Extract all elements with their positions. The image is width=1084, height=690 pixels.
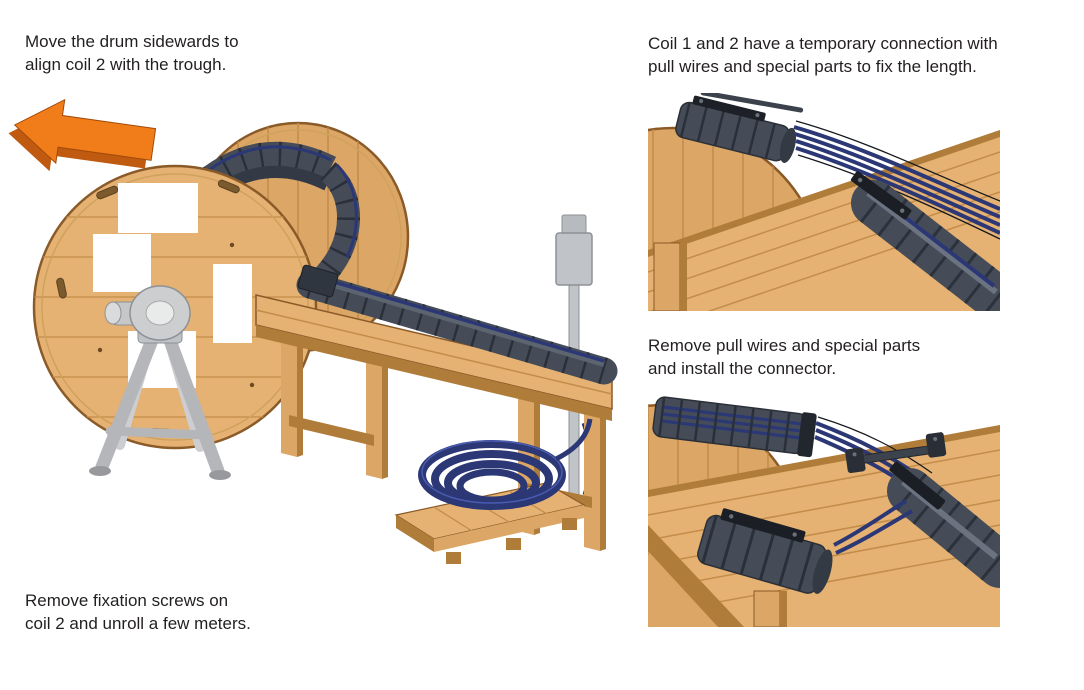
trough-table — [255, 294, 613, 551]
caption-line: and install the connector. — [648, 359, 837, 378]
table-leg — [653, 242, 687, 311]
step-caption-temporary-connection: Coil 1 and 2 have a temporary connection… — [648, 32, 998, 78]
coil1-chain-end — [675, 95, 797, 163]
connector-part — [845, 432, 947, 474]
energy-chain-on-trough — [296, 271, 618, 385]
pull-wires — [795, 120, 1000, 240]
drum-hub — [104, 285, 191, 341]
move-arrow-icon — [8, 98, 157, 172]
special-part-bracket — [692, 95, 766, 122]
caption-line: Remove fixation screws on — [25, 591, 229, 610]
special-part-bracket — [720, 508, 806, 543]
table-leg — [753, 590, 787, 627]
detail-illustration-temporary-connection — [648, 93, 1000, 311]
coil2-special-part — [889, 461, 946, 510]
cable-coil — [418, 418, 593, 510]
coil1-chain-end — [652, 396, 817, 458]
drum-stand — [89, 322, 231, 480]
caption-line: Coil 1 and 2 have a temporary connection… — [648, 34, 998, 53]
step-caption-move-drum: Move the drum sidewards to align coil 2 … — [25, 30, 239, 76]
pull-wire — [817, 416, 933, 474]
detail-illustration-install-connector — [648, 396, 1000, 627]
cable-bundle — [793, 125, 1000, 235]
coil2-end-module — [697, 508, 833, 595]
caption-line: align coil 2 with the trough. — [25, 55, 227, 74]
cable-link — [833, 499, 914, 555]
caption-line: pull wires and special parts to fix the … — [648, 57, 977, 76]
caption-line: Move the drum sidewards to — [25, 32, 239, 51]
caption-line: coil 2 and unroll a few meters. — [25, 614, 251, 633]
pallet — [394, 482, 586, 564]
coil2-special-part — [850, 171, 912, 220]
coil2-chain-end — [887, 468, 1000, 588]
special-part-rod — [700, 93, 804, 113]
chain-fixation-clamp — [297, 264, 339, 298]
step-caption-install-connector: Remove pull wires and special parts and … — [648, 334, 920, 380]
caption-line: Remove pull wires and special parts — [648, 336, 921, 355]
main-illustration — [8, 98, 618, 564]
step-caption-unroll-coil2: Remove fixation screws on coil 2 and unr… — [25, 589, 251, 635]
